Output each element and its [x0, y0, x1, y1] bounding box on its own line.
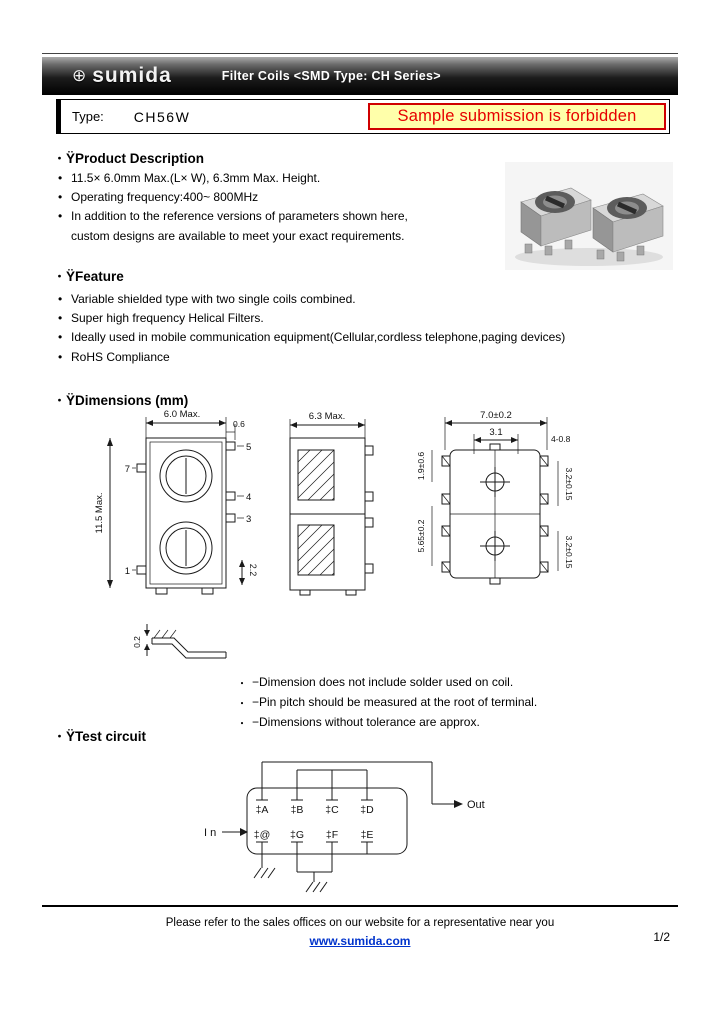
dim-bottom-pitch-top: 3.2±0.15 [564, 467, 574, 500]
list-item: •RoHS Compliance [58, 349, 170, 364]
coil-component [592, 193, 664, 262]
circuit-pin-label: ‡A [256, 804, 269, 816]
side-view-drawing: 6.3 Max. [289, 411, 374, 596]
list-item: •In addition to the reference versions o… [58, 209, 408, 224]
list-item: •Super high frequency Helical Filters. [58, 311, 264, 326]
circuit-pin-label: ‡G [290, 829, 304, 841]
list-item: •Ideally used in mobile communication eq… [58, 330, 566, 345]
dim-bottom-edge: 1.9±0.6 [416, 452, 426, 481]
product-photo [505, 162, 673, 270]
sumida-logo: ⊕ sumida [72, 64, 172, 88]
footer-link-row: www.sumida.com [0, 934, 720, 948]
dim-bottom-body: 5.65±0.2 [416, 519, 426, 552]
note-item: ・−Dimension does not include solder used… [237, 675, 514, 690]
type-box: Type: CH56W Sample submission is forbidd… [56, 99, 670, 134]
circuit-pin-label: ‡C [325, 804, 339, 816]
test-circuit-heading: ・ŸTest circuit [54, 729, 147, 744]
pin-label-3: 3 [246, 514, 251, 525]
note-item: ・−Dimensions without tolerance are appro… [237, 715, 480, 730]
circuit-pin-label: ‡D [360, 804, 374, 816]
dim-terminal-thickness: 0.2 [132, 636, 142, 648]
sumida-logo-text: sumida [92, 64, 172, 87]
list-item-continuation: custom designs are available to meet you… [71, 228, 405, 243]
heading-marker: ・ [54, 395, 65, 407]
dim-front-pin-offset: 0.6 [233, 419, 245, 429]
pin-label-7: 7 [125, 464, 130, 475]
heading-marker: ・ [54, 153, 65, 165]
sample-forbidden-banner: Sample submission is forbidden [368, 103, 666, 130]
dimensions-heading: ・ŸDimensions (mm) [54, 393, 189, 408]
dim-bottom-pitch-bottom: 3.2±0.15 [564, 535, 574, 568]
sumida-logo-icon: ⊕ [72, 66, 88, 85]
series-title: Filter Coils <SMD Type: CH Series> [221, 69, 441, 83]
dim-front-pin-pitch: 2.2 [248, 564, 258, 577]
coil-component [520, 187, 592, 256]
dim-bottom-overall: 7.0±0.2 [480, 410, 512, 421]
type-label: Type: [72, 109, 104, 124]
pin-label-1: 1 [125, 566, 130, 577]
list-item: •Variable shielded type with two single … [58, 291, 356, 306]
page-number: 1/2 [653, 930, 670, 944]
test-circuit-drawing: ‡A ‡B ‡C ‡D ‡@ ‡G ‡F ‡E Out I n [204, 761, 485, 893]
product-description-list: •11.5× 6.0mm Max.(L× W), 6.3mm Max. Heig… [58, 168, 408, 246]
circuit-pin-label: ‡B [291, 804, 304, 816]
footer-note: Please refer to the sales offices on our… [165, 917, 555, 929]
ground-icon [305, 881, 328, 893]
pin-label-4: 4 [246, 492, 251, 503]
list-item: •Operating frequency:400~ 800MHz [58, 190, 259, 205]
dim-bottom-pad: 4-0.8 [551, 434, 571, 444]
dimension-notes: ・−Dimension does not include solder used… [237, 672, 537, 732]
circuit-out-label: Out [467, 799, 485, 811]
type-value: CH56W [133, 108, 191, 125]
circuit-pin-label: ‡F [326, 829, 338, 841]
bottom-view-drawing: 7.0±0.2 3.1 4-0.8 3.2±0.15 3.2±0.15 1.9±… [416, 410, 574, 585]
heading-marker: ・ [54, 731, 65, 743]
terminal-detail-drawing: 0.2 [132, 624, 227, 659]
footer-rule [42, 905, 678, 907]
dim-front-width: 6.0 Max. [164, 409, 200, 420]
dim-side-depth: 6.3 Max. [309, 411, 345, 422]
list-item: •11.5× 6.0mm Max.(L× W), 6.3mm Max. Heig… [58, 170, 321, 185]
product-description-heading: ・ŸProduct Description [54, 151, 205, 166]
dim-bottom-inner: 3.1 [489, 427, 502, 438]
sumida-website-link[interactable]: www.sumida.com [309, 934, 411, 948]
feature-heading: ・ŸFeature [54, 269, 124, 284]
front-view-drawing: 6.0 Max. 0.6 11.5 Max. 5 7 4 3 1 2.2 [94, 409, 258, 595]
top-rule [42, 53, 678, 54]
feature-list: •Variable shielded type with two single … [58, 289, 565, 367]
dim-front-height: 11.5 Max. [94, 492, 105, 533]
circuit-pin-label: ‡@ [254, 829, 271, 841]
header-bar: ⊕ sumida Filter Coils <SMD Type: CH Seri… [42, 57, 678, 95]
note-item: ・−Pin pitch should be measured at the ro… [237, 695, 538, 710]
circuit-in-label: I n [204, 827, 216, 839]
circuit-pin-label: ‡E [361, 829, 374, 841]
heading-marker: ・ [54, 271, 65, 283]
ground-icon [253, 867, 276, 879]
pin-label-5: 5 [246, 442, 251, 453]
